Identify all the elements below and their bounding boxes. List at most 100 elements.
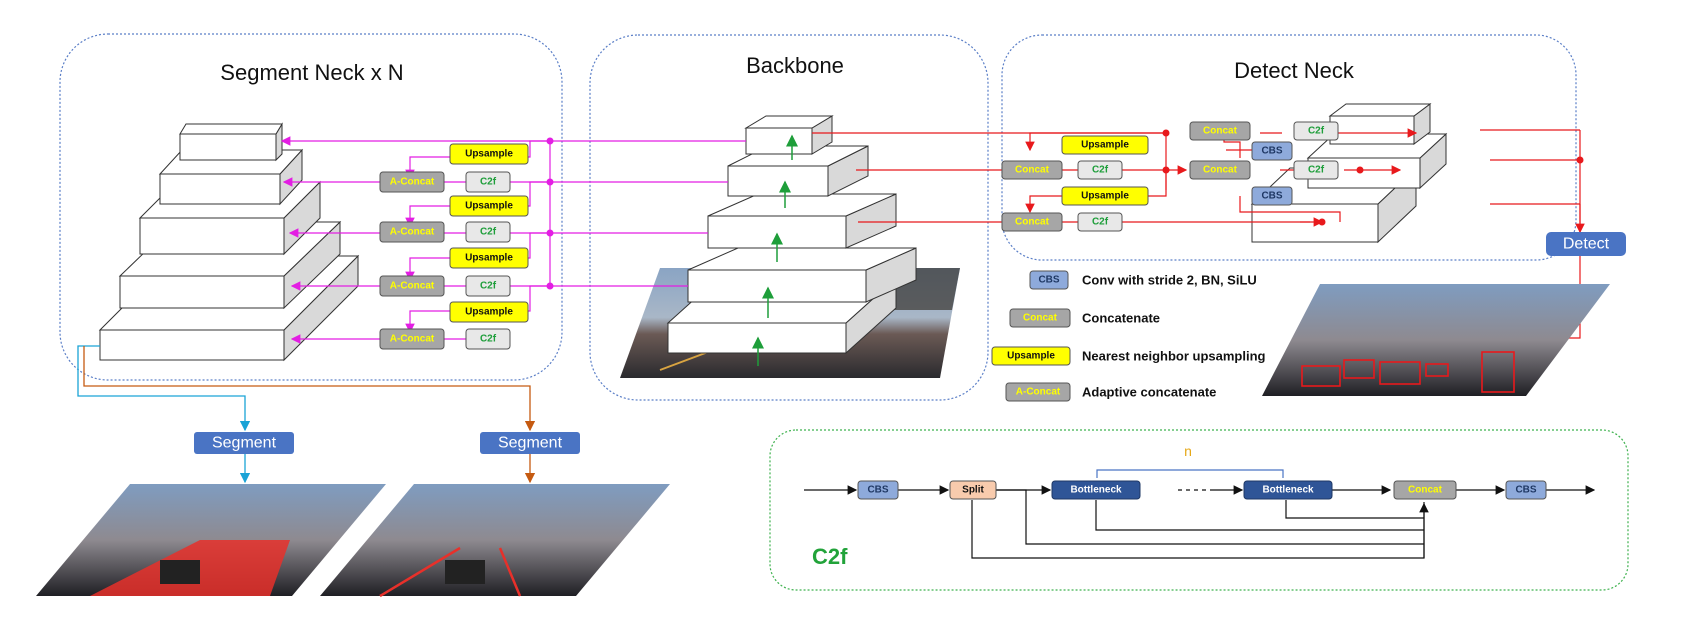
detect-head [1546,232,1626,256]
segment-result-image-left [36,484,386,596]
segment-head-right [480,432,580,454]
detect-neck-pyramid [1250,103,1448,244]
upsample-block [1061,186,1149,206]
a-concat-label: A-Concat [390,177,435,188]
detect-neck-blocks: Concat C2f Upsample CBS Concat C2f Conca… [1001,121,1339,232]
c2f-cbs-out-label: CBS [1515,485,1536,496]
legend-upsample-key: Upsample [1007,351,1055,362]
c2f-concat [1393,480,1457,500]
a-concat-label: A-Concat [390,281,435,292]
c2f-block [1077,212,1123,232]
upsample-block [1061,135,1149,155]
cbs-block [1251,141,1293,161]
segment-neck-blocks: Upsample A-Concat C2f Upsample A-Concat … [379,143,529,350]
upsample-label: Upsample [465,307,513,318]
segment-head-left [194,432,294,454]
concat-label: Concat [1203,126,1238,137]
segment-result-image-right [320,484,670,598]
a-concat-label: A-Concat [390,334,435,345]
c2f-block [1293,121,1339,141]
segment-outputs [77,345,536,484]
backbone-panel [589,34,989,401]
cbs-label: CBS [1261,146,1282,157]
segment-neck-junctions [546,137,554,290]
a-concat-block [379,328,445,350]
c2f-block [465,221,511,243]
detect-neck-title: Detect Neck [1234,58,1355,83]
c2f-label: C2f [480,281,497,292]
c2f-bottleneck-last-label: Bottleneck [1262,485,1314,496]
upsample-block [449,247,529,269]
segment-head-left-label: Segment [212,435,277,452]
legend-concat-key: Concat [1023,313,1058,324]
legend-concat-swatch [1009,308,1071,328]
legend-cbs-text: Conv with stride 2, BN, SiLU [1082,273,1257,288]
upsample-block [449,301,529,323]
c2f-cbs-in-label: CBS [867,485,888,496]
c2f-label: C2f [1308,126,1325,137]
concat-label: Concat [1203,165,1238,176]
concat-block [1001,212,1063,232]
backbone-title: Backbone [746,53,844,78]
c2f-repeat-brace [1096,469,1284,478]
upsample-label: Upsample [465,149,513,160]
segment-head-right-label: Segment [498,435,563,452]
detect-neck-junctions [1162,129,1584,226]
c2f-block [465,328,511,350]
upsample-label: Upsample [465,201,513,212]
segment-neck-title: Segment Neck x N [220,60,403,85]
upsample-label: Upsample [1081,191,1129,202]
upsample-label: Upsample [465,253,513,264]
legend-concat-text: Concatenate [1082,311,1160,326]
legend-a-concat-key: A-Concat [1016,387,1061,398]
upsample-block [449,143,529,165]
detect-neck-panel [1001,34,1577,261]
detect-result-image [1262,284,1610,396]
c2f-label: C2f [480,227,497,238]
cbs-block [1251,186,1293,206]
concat-block [1001,160,1063,180]
a-concat-block [379,171,445,193]
concat-label: Concat [1015,165,1050,176]
legend-a-concat-swatch [1005,382,1071,402]
detect-head-label: Detect [1563,236,1610,253]
c2f-bottleneck-last [1243,480,1333,500]
c2f-panel-title: C2f [812,544,848,569]
c2f-label: C2f [480,334,497,345]
concat-label: Concat [1015,217,1050,228]
upsample-block [449,195,529,217]
legend-cbs-key: CBS [1038,275,1059,286]
c2f-block [465,171,511,193]
legend: CBS Conv with stride 2, BN, SiLU Concat … [991,270,1266,402]
c2f-detail: C2f n CBS Split Bottleneck Bottleneck Co… [804,443,1596,569]
a-concat-block [379,275,445,297]
cbs-label: CBS [1261,191,1282,202]
c2f-cbs-out [1505,480,1547,500]
c2f-split [949,480,997,500]
c2f-label: C2f [480,177,497,188]
concat-block [1189,121,1251,141]
c2f-block [1293,160,1339,180]
legend-upsample-swatch [991,346,1071,366]
c2f-label: C2f [1308,165,1325,176]
legend-upsample-text: Nearest neighbor upsampling [1082,349,1266,364]
c2f-cbs-in [857,480,899,500]
a-concat-label: A-Concat [390,227,435,238]
c2f-block [465,275,511,297]
c2f-panel [769,429,1629,591]
c2f-repeat-label: n [1184,443,1192,459]
segment-neck-pyramid [98,122,360,362]
concat-block [1189,160,1251,180]
c2f-split-label: Split [962,485,984,496]
upsample-label: Upsample [1081,140,1129,151]
backbone-pyramid [666,115,917,366]
c2f-block [1077,160,1123,180]
legend-a-concat-text: Adaptive concatenate [1082,385,1216,400]
a-concat-block [379,221,445,243]
segment-neck-panel [59,33,563,381]
legend-cbs-swatch [1029,270,1069,290]
c2f-label: C2f [1092,217,1109,228]
c2f-concat-label: Concat [1408,485,1443,496]
